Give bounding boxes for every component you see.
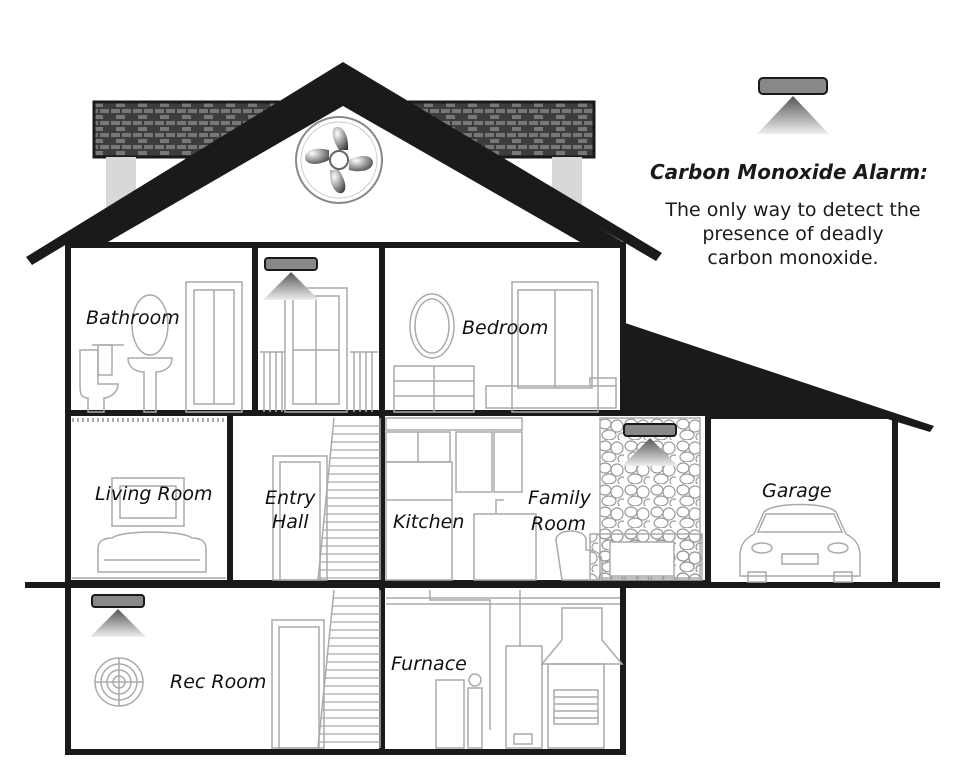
co-alarm-icon [263,257,319,300]
co-alarm-icon [622,423,678,466]
attic-fan-icon [295,116,383,204]
label-bathroom: Bathroom [86,307,180,329]
legend-description: The only way to detect the presence of d… [640,198,946,270]
kitchen-fridge [385,461,453,581]
rec-room-door [271,619,325,749]
kitchen-fixtures [385,417,537,581]
rec-room-fixtures [94,619,325,749]
label-kitchen: Kitchen [393,511,464,533]
legend-line: presence of deadly [702,223,884,245]
bathroom-fixtures [79,281,243,413]
co-alarm-icon [90,594,146,637]
label-entry-hall-line2: Hall [272,511,309,533]
bathroom-mirror [131,294,169,356]
upstairs-hall-fixtures [260,287,378,413]
label-living-room: Living Room [95,483,213,505]
living-room-sofa [97,531,207,573]
label-furnace: Furnace [391,653,467,675]
living-room-painting [111,477,185,527]
hall-door [284,287,348,413]
entry-hall-fixtures [272,455,328,581]
bedroom-mirror [409,293,455,359]
legend-title: Carbon Monoxide Alarm: [650,160,929,184]
co-alarm-icon [757,77,829,134]
label-bedroom: Bedroom [462,317,548,339]
garage-car-icon [739,503,861,583]
rec-room-vent-icon [94,657,144,707]
kitchen-counter [473,513,537,581]
bathroom-sink [127,357,173,413]
label-family-room-line1: Family [528,487,592,509]
roof [26,62,934,432]
staircase [317,417,381,749]
legend-line: carbon monoxide. [707,247,879,269]
label-entry-hall-line1: Entry [265,487,316,509]
bathroom-door [185,281,243,413]
living-room-fixtures [72,418,226,579]
stair-steps [318,425,380,743]
furnace-unit [547,663,605,749]
furnace-room-fixtures [386,590,624,749]
family-room-chair [555,530,603,581]
hall-railing-left [260,351,285,412]
garage-roof-fill [622,322,900,416]
label-family-room-line2: Room [531,513,586,535]
water-heater [505,645,543,749]
furnace-hood [540,607,624,665]
legend-line: The only way to detect the [665,199,921,221]
label-garage: Garage [762,480,832,502]
water-tank [435,679,465,749]
bedroom-fixtures [393,281,617,413]
label-rec-room: Rec Room [170,671,266,693]
walls [25,242,940,755]
bathroom-toilet [79,349,119,413]
bedroom-bed [485,377,617,409]
hall-railing-right [350,351,378,412]
bedroom-closet [511,281,599,413]
